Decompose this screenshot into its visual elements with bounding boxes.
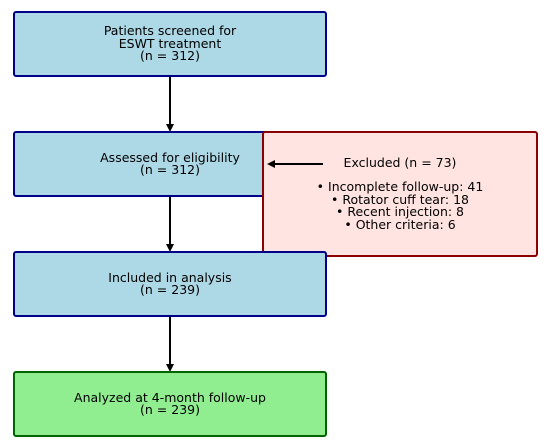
included-label: Included in analysis bbox=[108, 269, 232, 285]
excluded-reason: • Other criteria: 6 bbox=[344, 216, 456, 232]
included-box: Included in analysis (n = 239) bbox=[13, 251, 327, 317]
excluded-box: Excluded (n = 73) • Incomplete follow-up… bbox=[262, 131, 538, 257]
included-count: (n = 239) bbox=[140, 282, 200, 297]
excluded-reason: • Recent injection: 8 bbox=[335, 204, 465, 220]
excluded-reason: • Incomplete follow-up: 41 bbox=[316, 179, 484, 195]
screened-box: Patients screened for ESWT treatment (n … bbox=[13, 11, 327, 77]
analyzed-count: (n = 239) bbox=[140, 402, 200, 417]
screened-line1: Patients screened for bbox=[103, 23, 237, 39]
analyzed-label: Analyzed at 4-month follow-up bbox=[74, 389, 266, 405]
excluded-reason: • Rotator cuff tear: 18 bbox=[331, 191, 469, 207]
excluded-title: Excluded (n = 73) bbox=[343, 154, 457, 170]
screened-line2: ESWT treatment bbox=[118, 35, 222, 51]
screened-count: (n = 312) bbox=[140, 48, 200, 64]
eligibility-label: Assessed for eligibility bbox=[100, 149, 240, 165]
eligibility-count: (n = 312) bbox=[140, 162, 200, 177]
analyzed-box: Analyzed at 4-month follow-up (n = 239) bbox=[13, 371, 327, 437]
